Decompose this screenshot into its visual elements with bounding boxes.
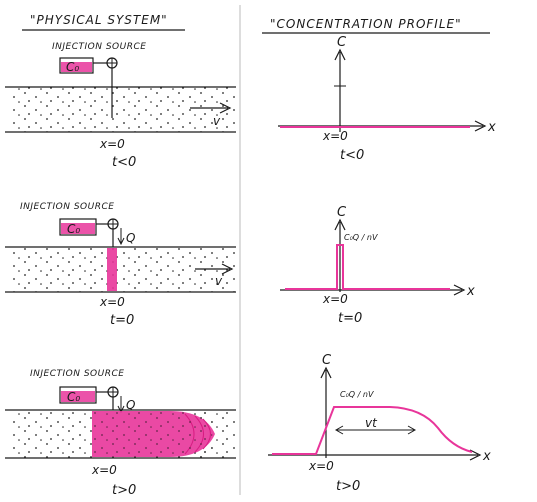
y-axis-label: C <box>322 353 332 368</box>
peak-label: C₀Q / nV <box>340 390 374 399</box>
flow-down-arrow-icon <box>117 228 125 246</box>
tank-fluid <box>61 62 92 72</box>
x-origin-label: x=0 <box>91 463 117 477</box>
right-title: "CONCENTRATION PROFILE" <box>270 17 462 31</box>
x-origin-label: x=0 <box>99 137 125 151</box>
profile-panel-3: C x C₀Q / nV vt x=0 t>0 <box>268 353 491 494</box>
time-label: t<0 <box>340 148 364 163</box>
concentration-profile-curve <box>272 406 473 455</box>
y-axis-label: C <box>337 205 347 220</box>
physical-panel-1: INJECTION SOURCE C₀ v x=0 t<0 <box>5 42 236 170</box>
time-label: t>0 <box>336 479 360 494</box>
velocity-label: v <box>215 274 223 288</box>
x-origin-label: x=0 <box>99 295 125 309</box>
tank-fluid <box>61 223 95 234</box>
flow-label: Q <box>126 398 135 412</box>
x-axis-label: x <box>487 120 496 135</box>
distance-label: vt <box>365 416 378 430</box>
tank-fluid <box>61 391 95 402</box>
flow-arrow-icon <box>195 263 234 275</box>
profile-panel-2: C x C₀Q / nV x=0 t=0 <box>280 205 475 326</box>
aquifer <box>8 87 236 132</box>
x-origin-label: x=0 <box>308 459 334 473</box>
time-label: t>0 <box>112 483 136 498</box>
injection-source-label: INJECTION SOURCE <box>20 202 114 212</box>
x-origin-label: x=0 <box>322 129 348 143</box>
velocity-label: v <box>213 114 221 128</box>
injection-source-label: INJECTION SOURCE <box>52 42 146 52</box>
flow-label: Q <box>126 231 135 245</box>
y-axis-label: C <box>337 35 347 50</box>
time-label: t<0 <box>112 155 136 170</box>
injection-source-label: INJECTION SOURCE <box>30 369 124 379</box>
x-origin-label: x=0 <box>322 292 348 306</box>
time-label: t=0 <box>110 313 134 328</box>
distance-arrow <box>334 425 417 435</box>
tracer-slug <box>107 248 117 291</box>
x-axis-label: x <box>466 284 475 299</box>
left-title: "PHYSICAL SYSTEM" <box>30 13 168 27</box>
profile-panel-1: C x x=0 t<0 <box>278 35 496 163</box>
flow-arrow-icon <box>190 102 232 114</box>
tank-label: C₀ <box>67 390 80 404</box>
peak-label: C₀Q / nV <box>344 233 378 242</box>
concentration-profile-spike <box>285 244 450 290</box>
x-axis-label: x <box>482 449 491 464</box>
physical-panel-2: INJECTION SOURCE C₀ Q v x=0 t=0 <box>5 202 236 328</box>
physical-panel-3: INJECTION SOURCE C₀ Q x=0 t>0 <box>5 369 236 498</box>
time-label: t=0 <box>338 311 362 326</box>
tank-label: C₀ <box>67 222 80 236</box>
tank-label: C₀ <box>66 60 79 74</box>
